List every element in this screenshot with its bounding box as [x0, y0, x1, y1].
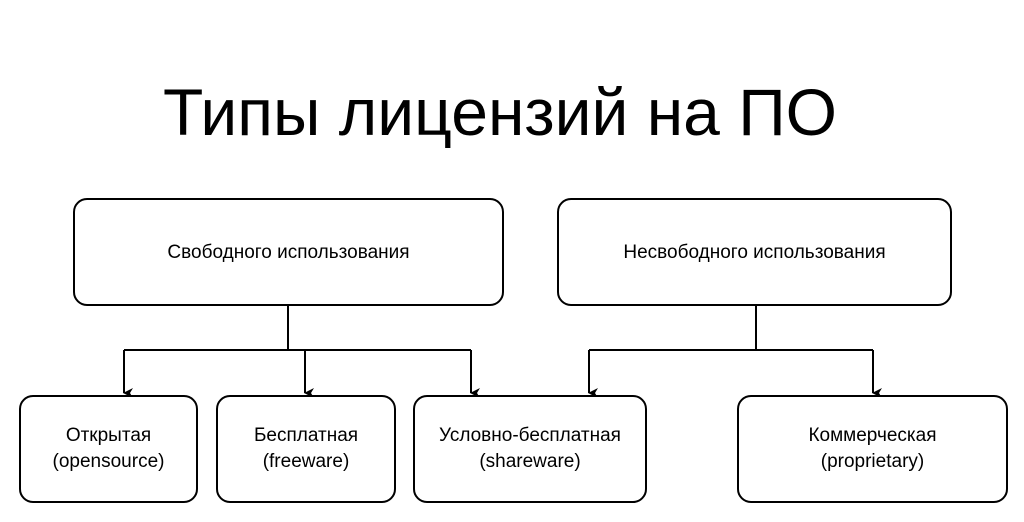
license-opensource: Открытая (opensource) — [19, 395, 198, 503]
license-name: Бесплатная — [253, 425, 359, 446]
diagram-title: Типы лицензий на ПО — [163, 75, 837, 149]
license-english: (proprietary) — [820, 451, 925, 472]
license-freeware: Бесплатная (freeware) — [216, 395, 396, 503]
category-nonfree-use: Несвободного использования — [557, 198, 952, 306]
license-shareware: Условно-бесплатная (shareware) — [413, 395, 647, 503]
category-label: Несвободного использования — [623, 242, 886, 263]
connector-free-trunk — [124, 306, 471, 351]
category-free-use: Свободного использования — [73, 198, 504, 306]
category-label: Свободного использования — [167, 242, 410, 263]
license-english: (opensource) — [52, 451, 165, 472]
license-english: (freeware) — [262, 451, 350, 472]
license-proprietary: Коммерческая (proprietary) — [737, 395, 1008, 503]
license-name: Коммерческая — [808, 425, 937, 446]
license-name: Условно-бесплатная — [439, 425, 621, 446]
connector-nonfree-trunk — [589, 306, 873, 351]
license-name: Открытая — [65, 425, 152, 446]
license-english: (shareware) — [479, 451, 581, 472]
